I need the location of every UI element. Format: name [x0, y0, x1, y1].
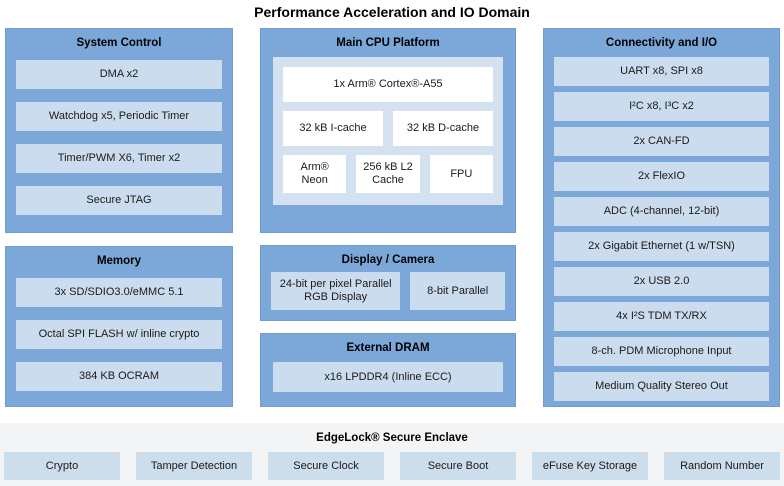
block-cortex-a55: 1x Arm® Cortex®-A55 [283, 67, 493, 102]
display-camera-items: 24-bit per pixel Parallel RGB Display 8-… [271, 272, 505, 310]
block-i2s-tdm: 4x I²S TDM TX/RX [554, 302, 769, 331]
block-adc: ADC (4-channel, 12-bit) [554, 197, 769, 226]
cpu-units-row: Arm® Neon 256 kB L2 Cache FPU [283, 155, 493, 193]
block-parallel-rgb-display: 24-bit per pixel Parallel RGB Display [271, 272, 401, 310]
block-flexio: 2x FlexIO [554, 162, 769, 191]
panel-display-camera: Display / Camera 24-bit per pixel Parall… [260, 245, 516, 321]
panel-system-control: System Control DMA x2 Watchdog x5, Perio… [5, 28, 233, 233]
panel-connectivity-io: Connectivity and I/O UART x8, SPI x8 I²C… [543, 28, 780, 407]
column-left: System Control DMA x2 Watchdog x5, Perio… [5, 28, 233, 407]
panel-external-dram: External DRAM x16 LPDDR4 (Inline ECC) [260, 333, 516, 407]
block-pdm-microphone: 8-ch. PDM Microphone Input [554, 337, 769, 366]
block-i2c-i3c: I²C x8, I³C x2 [554, 92, 769, 121]
block-secure-jtag: Secure JTAG [16, 186, 222, 215]
block-uart-spi: UART x8, SPI x8 [554, 57, 769, 86]
cpu-cache-row: 32 kB I-cache 32 kB D-cache [283, 111, 493, 146]
block-can-fd: 2x CAN-FD [554, 127, 769, 156]
block-secure-clock: Secure Clock [268, 452, 384, 480]
block-crypto: Crypto [4, 452, 120, 480]
block-gigabit-ethernet: 2x Gigabit Ethernet (1 w/TSN) [554, 232, 769, 261]
block-lpddr4: x16 LPDDR4 (Inline ECC) [273, 362, 503, 392]
secure-enclave-title: EdgeLock® Secure Enclave [316, 432, 468, 444]
block-fpu: FPU [429, 155, 493, 193]
block-watchdog-periodic-timer: Watchdog x5, Periodic Timer [16, 102, 222, 131]
secure-enclave-items: Crypto Tamper Detection Secure Clock Sec… [0, 444, 784, 480]
block-sd-sdio-emmc: 3x SD/SDIO3.0/eMMC 5.1 [16, 278, 222, 307]
connectivity-items: UART x8, SPI x8 I²C x8, I³C x2 2x CAN-FD… [544, 49, 779, 401]
block-random-number: Random Number [664, 452, 780, 480]
block-secure-boot: Secure Boot [400, 452, 516, 480]
column-middle: Main CPU Platform 1x Arm® Cortex®-A55 32… [260, 28, 516, 407]
block-octal-spi-flash: Octal SPI FLASH w/ inline crypto [16, 320, 222, 349]
block-efuse-key-storage: eFuse Key Storage [532, 452, 648, 480]
display-camera-title: Display / Camera [341, 254, 435, 266]
connectivity-title: Connectivity and I/O [605, 37, 718, 49]
external-dram-items: x16 LPDDR4 (Inline ECC) [273, 362, 503, 392]
system-control-title: System Control [76, 37, 162, 49]
system-control-items: DMA x2 Watchdog x5, Periodic Timer Timer… [6, 49, 232, 215]
block-neon: Arm® Neon [283, 155, 347, 193]
block-stereo-out: Medium Quality Stereo Out [554, 372, 769, 401]
external-dram-title: External DRAM [346, 342, 430, 354]
block-usb: 2x USB 2.0 [554, 267, 769, 296]
cpu-cluster: 1x Arm® Cortex®-A55 32 kB I-cache 32 kB … [273, 57, 503, 205]
block-tamper-detection: Tamper Detection [136, 452, 252, 480]
column-right: Connectivity and I/O UART x8, SPI x8 I²C… [543, 28, 780, 407]
block-l2-cache: 256 kB L2 Cache [356, 155, 420, 193]
block-8bit-parallel: 8-bit Parallel [410, 272, 505, 310]
soc-block-diagram: System Control DMA x2 Watchdog x5, Perio… [0, 26, 784, 407]
panel-secure-enclave: EdgeLock® Secure Enclave Crypto Tamper D… [0, 423, 784, 486]
cpu-core-row: 1x Arm® Cortex®-A55 [283, 67, 493, 102]
memory-items: 3x SD/SDIO3.0/eMMC 5.1 Octal SPI FLASH w… [6, 267, 232, 391]
block-icache: 32 kB I-cache [283, 111, 383, 146]
diagram-title: Performance Acceleration and IO Domain [254, 4, 530, 20]
panel-main-cpu-platform: Main CPU Platform 1x Arm® Cortex®-A55 32… [260, 28, 516, 233]
block-ocram: 384 KB OCRAM [16, 362, 222, 391]
panel-memory: Memory 3x SD/SDIO3.0/eMMC 5.1 Octal SPI … [5, 246, 233, 407]
main-cpu-title: Main CPU Platform [336, 37, 440, 49]
memory-title: Memory [96, 255, 142, 267]
block-dcache: 32 kB D-cache [393, 111, 493, 146]
block-dma: DMA x2 [16, 60, 222, 89]
block-timer-pwm: Timer/PWM X6, Timer x2 [16, 144, 222, 173]
